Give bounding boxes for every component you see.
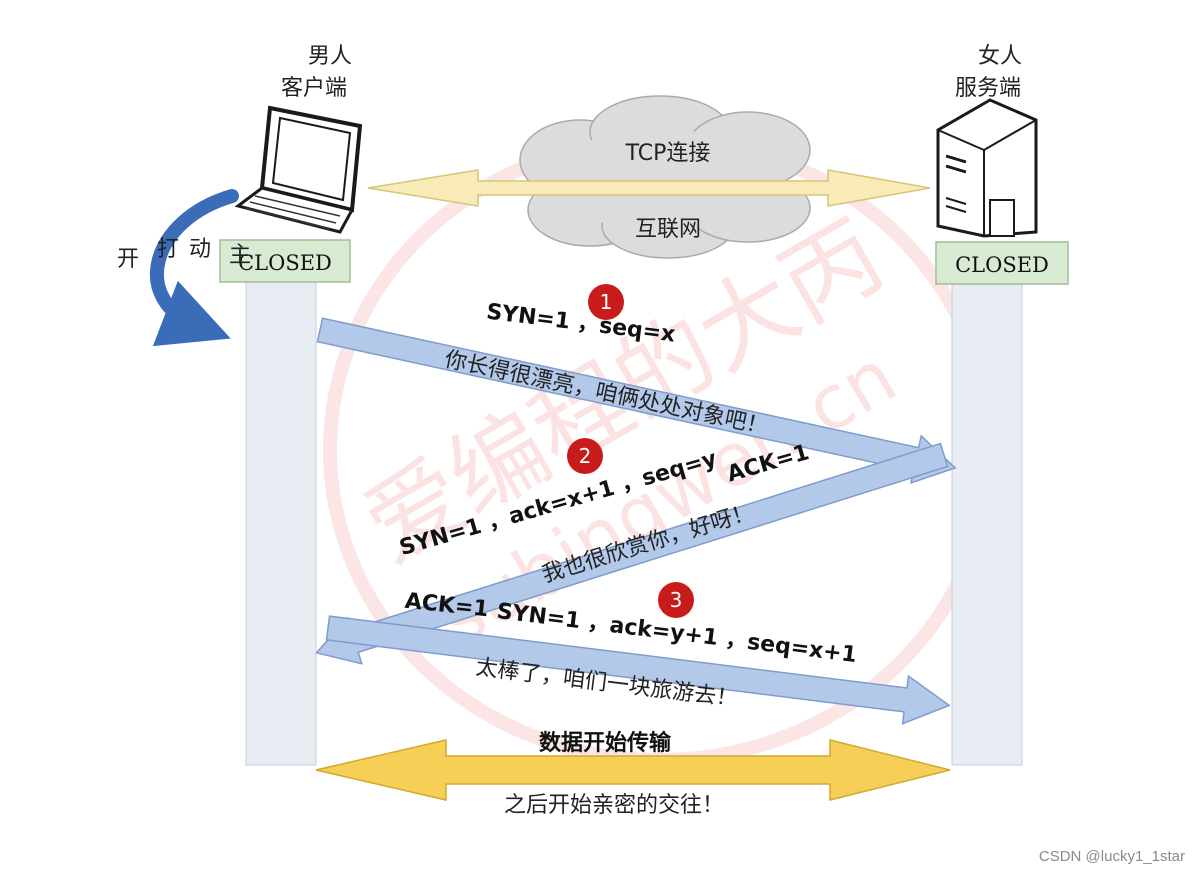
active-open-char-4: 开 — [117, 247, 139, 272]
cloud-top-label: TCP连接 — [625, 141, 711, 166]
tcp-connection-arrow — [367, 169, 931, 207]
step3-ack-arrow — [325, 615, 951, 725]
step1-header: SYN=1 ，seq=x — [485, 300, 677, 348]
step1-badge — [588, 284, 624, 320]
server-icon — [936, 98, 1038, 238]
data-transfer-caption: 之后开始亲密的交往！ — [504, 793, 724, 818]
active-open-char-1: 主 — [229, 243, 251, 268]
step2-badge — [567, 438, 603, 474]
internet-cloud — [519, 95, 811, 259]
active-open-char-3: 打 — [157, 237, 179, 262]
step3-number: 3 — [670, 588, 683, 612]
step3-badge — [658, 582, 694, 618]
step2-number: 2 — [579, 444, 592, 468]
credit-text: CSDN @lucky1_1star — [1038, 848, 1185, 865]
server-state-label: CLOSED — [955, 253, 1049, 277]
active-open-curve-arrow — [150, 189, 239, 347]
client-title: 客户端 — [281, 76, 347, 101]
server-state-box — [935, 241, 1069, 285]
cloud-bottom-label: 互联网 — [635, 217, 701, 242]
laptop-icon — [234, 105, 363, 234]
client-role: 男人 — [308, 44, 352, 69]
client-lifeline — [245, 269, 317, 766]
data-transfer-title: 数据开始传输 — [539, 730, 672, 756]
data-transfer-arrow — [315, 739, 951, 801]
active-open-char-2: 动 — [189, 237, 211, 262]
step1-syn-arrow — [316, 317, 957, 485]
server-title: 服务端 — [955, 76, 1021, 101]
step1-number: 1 — [600, 290, 613, 314]
server-role: 女人 — [978, 44, 1022, 69]
client-state-label: CLOSED — [238, 251, 332, 275]
server-lifeline — [951, 269, 1023, 766]
client-state-box — [219, 239, 351, 283]
